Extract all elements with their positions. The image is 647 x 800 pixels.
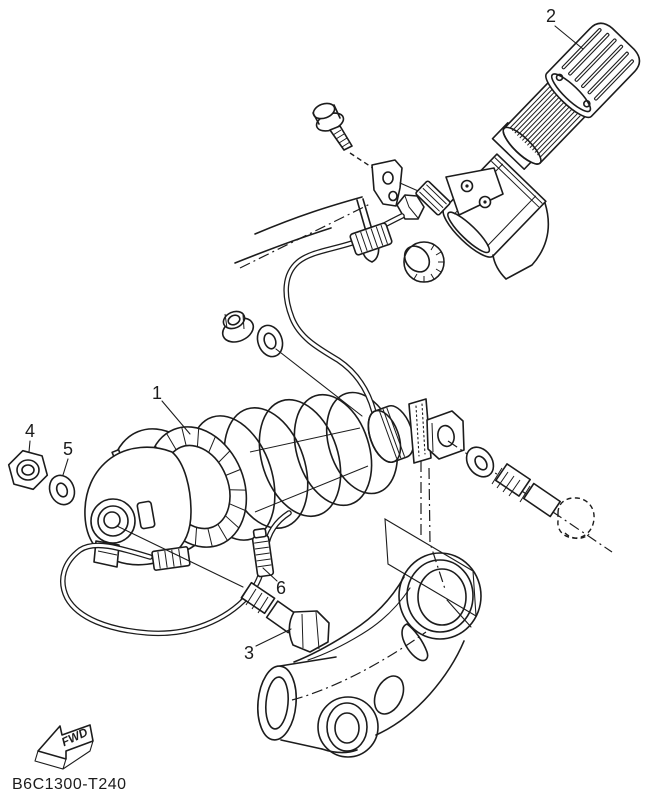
- shock-clevis: [408, 398, 432, 464]
- callouts: 1 2 3 4 5 6: [25, 6, 584, 663]
- banjo-fitting: [396, 194, 425, 220]
- callout-1: 1: [152, 383, 162, 403]
- part-code: B6C1300-T240: [12, 776, 127, 793]
- shock-top-knurled-ring: [367, 405, 415, 464]
- bracket-flange-bolt: [312, 102, 386, 177]
- upper-mount-bolt-set: [447, 440, 613, 553]
- upper-mount-nut: [221, 310, 255, 343]
- eye-washer: [48, 474, 76, 506]
- preload-adjuster-assembly: [396, 80, 588, 283]
- hose-boot: [349, 222, 393, 256]
- callout-3: 3: [244, 643, 254, 663]
- lock-nut: [7, 449, 49, 491]
- callout-4: 4: [25, 421, 35, 441]
- fwd-arrow: FWD: [34, 724, 94, 770]
- callout-5: 5: [63, 439, 73, 459]
- relay-arm: [256, 552, 482, 758]
- callout-2: 2: [546, 6, 556, 26]
- callout-6: 6: [276, 578, 286, 598]
- adjuster-mount-plate: [445, 167, 504, 216]
- hose-connector-block: [151, 546, 191, 571]
- upper-mount-washer: [256, 324, 284, 358]
- shock-absorber: [84, 391, 399, 571]
- upper-mount-bracket: [426, 410, 465, 460]
- hose-clamp: [251, 527, 275, 578]
- adjuster-cap: [545, 22, 641, 119]
- frame-bracket: [371, 159, 467, 213]
- linkage-bolt: [239, 581, 330, 653]
- rebound-knob: [403, 241, 445, 283]
- mount-washer: [465, 446, 495, 478]
- adjuster-clamp-band: [415, 180, 451, 216]
